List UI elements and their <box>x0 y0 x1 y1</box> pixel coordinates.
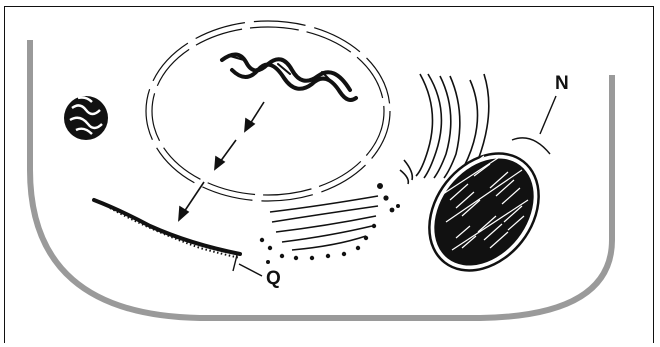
dna-helix <box>222 54 356 100</box>
rough-er <box>270 196 378 250</box>
process-arrows <box>179 102 264 220</box>
n-pointer <box>512 96 556 154</box>
er-ribosome-dots <box>260 183 400 264</box>
label-q: Q <box>266 268 281 290</box>
lysosome <box>64 96 108 140</box>
label-n: N <box>555 73 569 95</box>
mrna-strand <box>94 200 240 258</box>
nuclear-envelope <box>146 21 390 201</box>
organelle-n <box>407 132 561 292</box>
